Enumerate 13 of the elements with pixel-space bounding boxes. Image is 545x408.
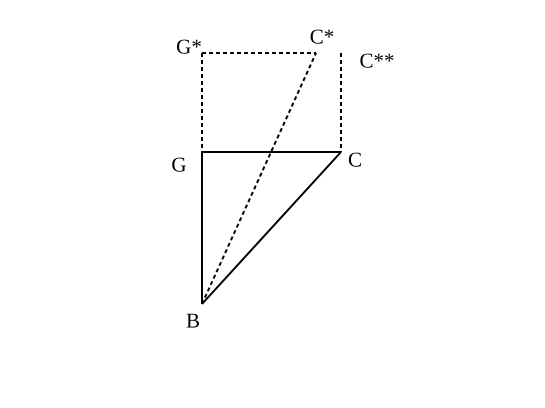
dashed-line xyxy=(201,53,203,152)
point-label: G xyxy=(171,154,187,176)
line-segment xyxy=(201,151,342,305)
point-label: C* xyxy=(310,26,334,48)
point-label: C** xyxy=(360,50,394,72)
point-label: G* xyxy=(176,36,202,58)
dashed-line xyxy=(201,52,317,304)
line-segment xyxy=(201,152,203,304)
line-segment xyxy=(202,151,341,153)
dashed-line xyxy=(202,52,316,54)
point-label: B xyxy=(186,310,200,332)
dashed-line xyxy=(340,53,342,152)
point-label: C xyxy=(348,150,362,170)
